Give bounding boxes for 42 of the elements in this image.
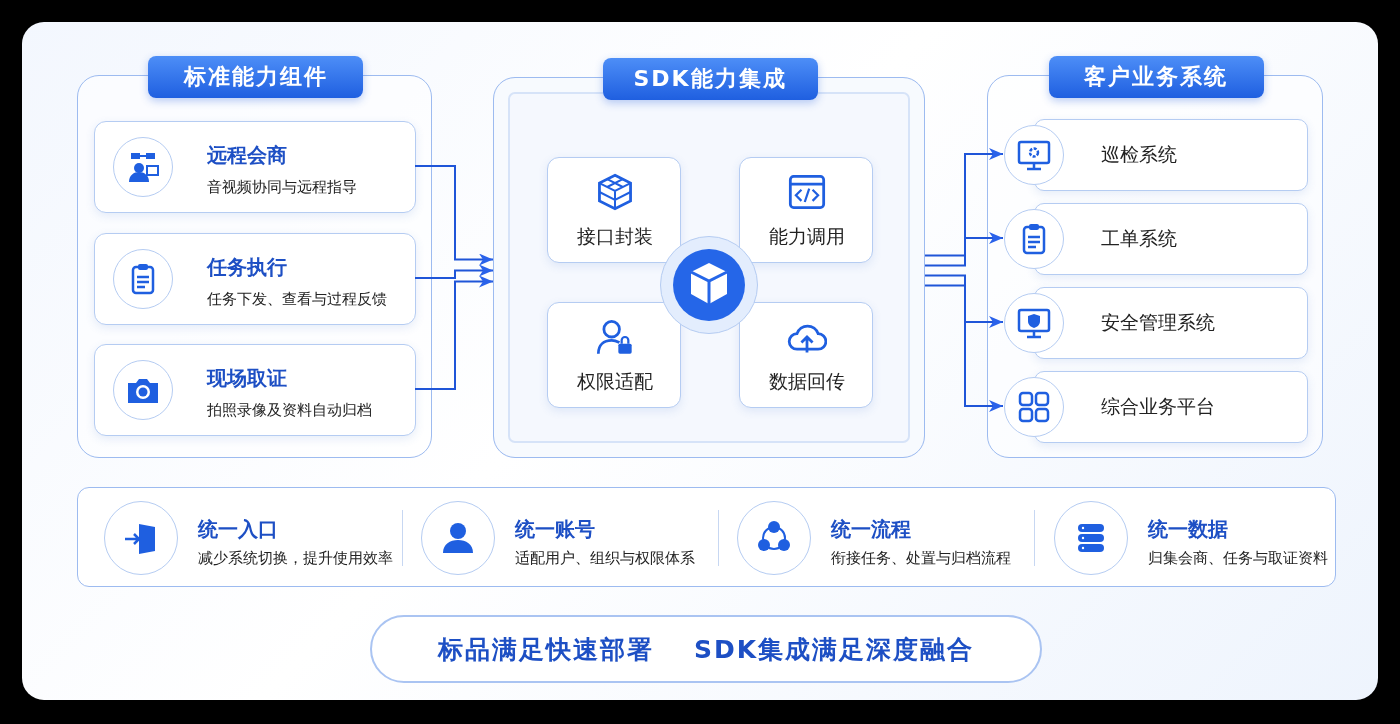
connector [924,284,1004,412]
capability-card [547,157,681,263]
card-title: 能力调用 [768,224,846,249]
card-description: 任务下发、查看与过程反馈 [207,290,388,309]
capability-card [547,302,681,408]
feature-card [94,121,416,213]
card-title: 综合业务平台 [1101,394,1216,419]
item-title: 统一账号 [515,516,596,543]
card-title: 权限适配 [576,369,654,394]
connector [414,165,494,266]
feature-card [94,233,416,325]
card-title: 安全管理系统 [1101,310,1216,335]
card-title: 巡检系统 [1101,142,1178,167]
connector [414,275,494,390]
slogan-text: SDK集成满足深度融合 [693,633,975,666]
connector [924,274,1004,328]
item-description: 归集会商、任务与取证资料 [1148,549,1329,568]
feature-card [94,344,416,436]
item-title: 统一流程 [831,516,912,543]
capability-card [739,157,873,263]
panel [77,487,1336,587]
capability-card [739,302,873,408]
item-description: 衔接任务、处置与归档流程 [831,549,1012,568]
section-title: 标准能力组件 [148,56,363,98]
card-title: 接口封装 [576,224,654,249]
connector [924,148,1004,257]
card-title: 工单系统 [1101,226,1178,251]
card-title: 数据回传 [768,369,846,394]
slogan-text: 标品满足快速部署 [437,633,654,666]
connector [414,264,494,279]
item-description: 减少系统切换，提升使用效率 [198,549,394,568]
card-title: 任务执行 [207,254,288,281]
item-title: 统一入口 [198,516,279,543]
section-title: 客户业务系统 [1048,56,1264,98]
section-title: SDK能力集成 [602,58,818,100]
connector [924,232,1004,267]
card-title: 现场取证 [207,365,288,392]
item-title: 统一数据 [1148,516,1229,543]
item-description: 适配用户、组织与权限体系 [515,549,696,568]
card-title: 远程会商 [207,142,288,169]
card-description: 音视频协同与远程指导 [207,178,358,197]
card-description: 拍照录像及资料自动归档 [207,401,373,420]
